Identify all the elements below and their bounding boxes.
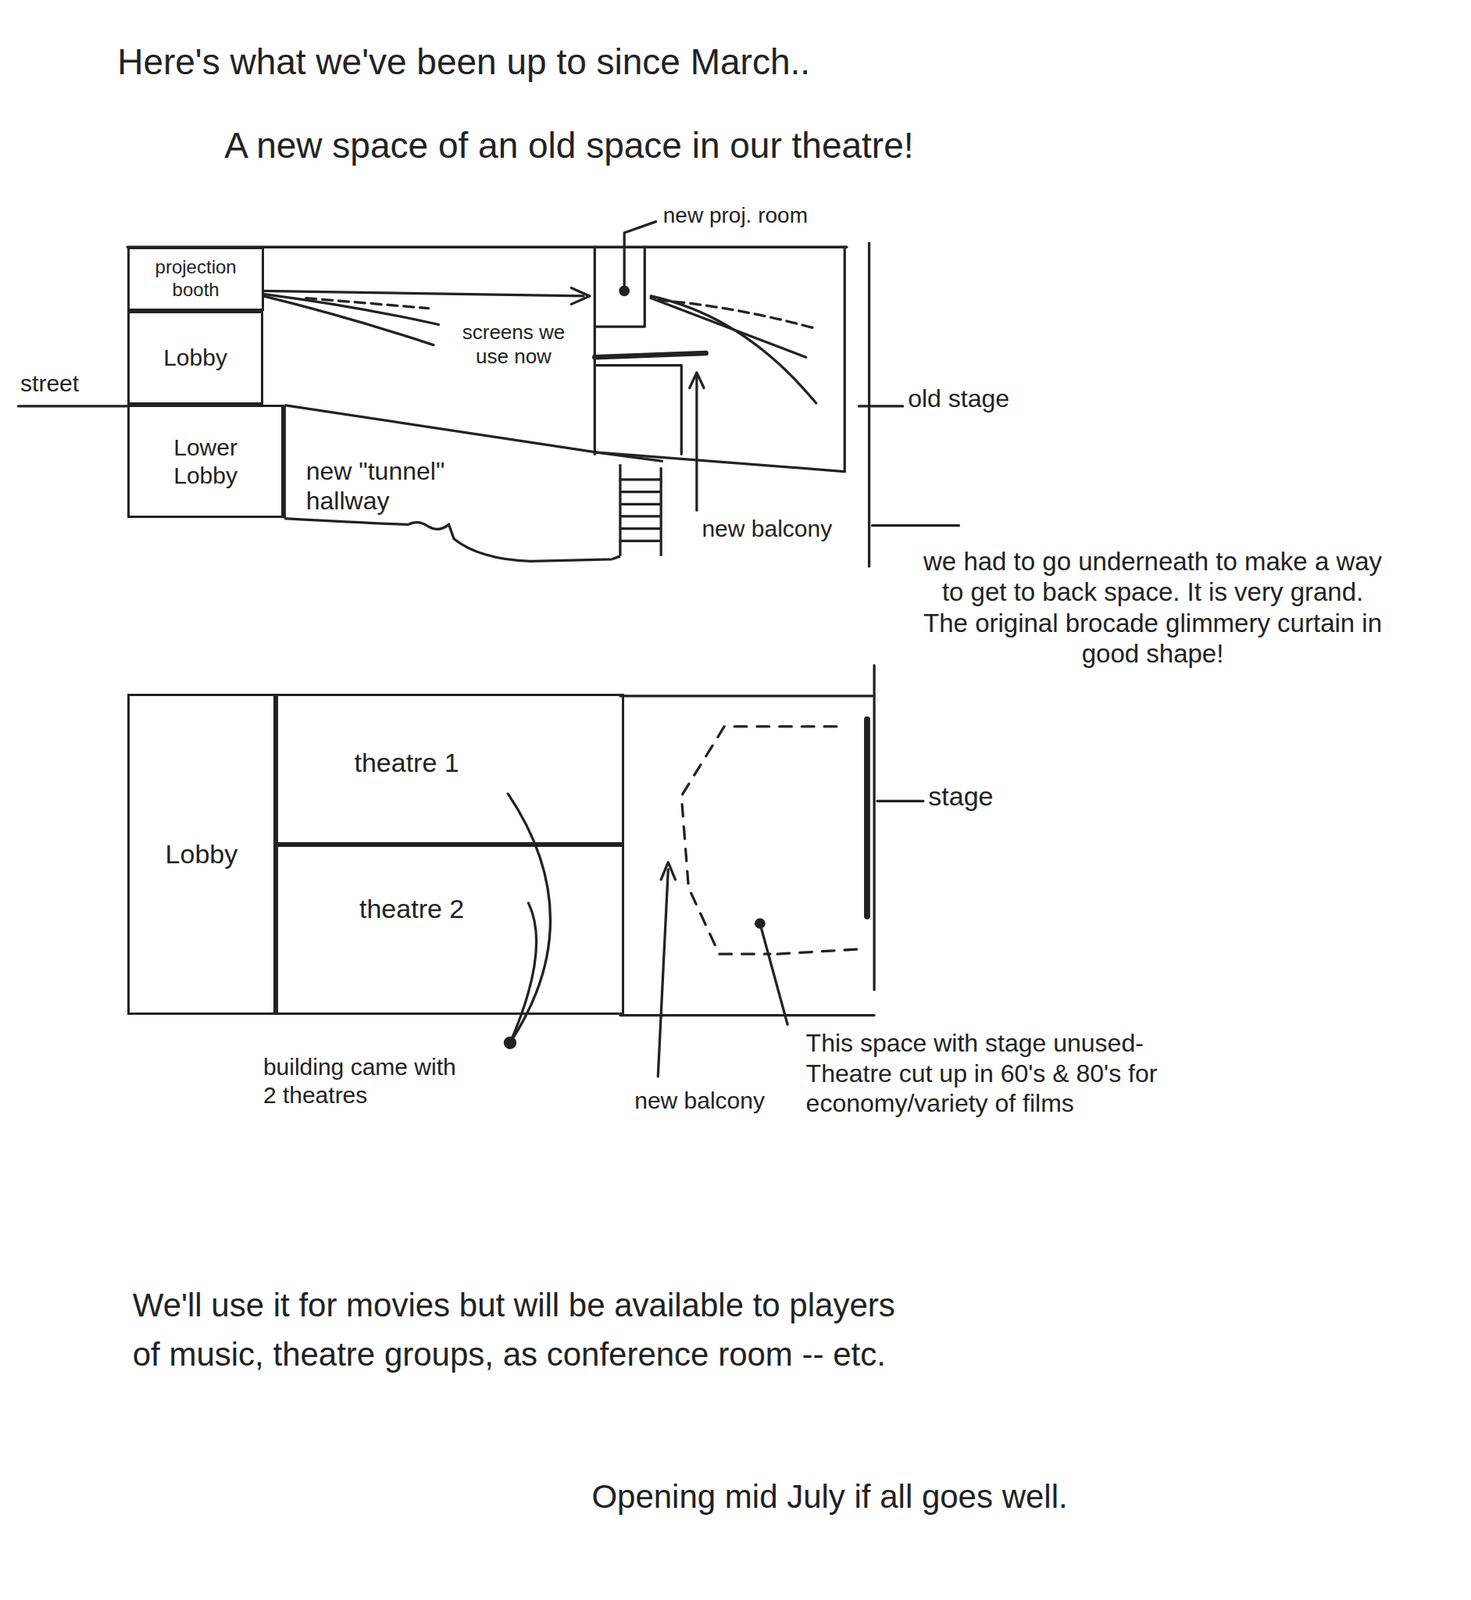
- room-name: Lobby: [163, 343, 228, 372]
- stage-label: old stage: [907, 383, 1011, 414]
- leader-line: [760, 923, 788, 1025]
- projection-beam: [657, 299, 816, 329]
- projection-beam: [650, 298, 806, 358]
- note: we had to go underneath to make a way to…: [923, 546, 1383, 670]
- room-name: Lower Lobby: [162, 433, 249, 490]
- street-label: street: [20, 369, 79, 398]
- tunnel-hallway: new "tunnel" hallway: [283, 403, 668, 572]
- leader-line: [877, 799, 924, 803]
- arrow-head: [660, 862, 675, 880]
- partition-wall: [593, 246, 597, 454]
- new-balcony-outline: [681, 726, 862, 954]
- projection-beam: [306, 298, 429, 309]
- callout: building came with 2 theatres: [263, 1053, 468, 1110]
- balcony-label: new balcony: [701, 514, 835, 543]
- back-wall: [867, 242, 871, 567]
- leader-line: [624, 221, 656, 292]
- note: This space with stage unused- Theatre cu…: [806, 1028, 1214, 1118]
- subtitle: A new space of an old space in our theat…: [224, 124, 914, 168]
- room-name: projection booth: [133, 256, 259, 302]
- stage-wall: [843, 246, 847, 472]
- room-name: theatre 2: [359, 892, 622, 925]
- title: Here's what we've been up to since March…: [117, 40, 811, 84]
- plan-outline: [620, 665, 875, 1016]
- leader-line: [657, 869, 668, 1077]
- room-box: Lobby: [127, 693, 275, 1015]
- auditorium-floor: [594, 452, 845, 472]
- projection-beam: [263, 290, 584, 297]
- note: We'll use it for movies but will be avai…: [132, 1280, 929, 1379]
- balcony-front: [594, 365, 682, 455]
- projection-beam: [263, 296, 434, 346]
- proj-room-box: [594, 246, 645, 327]
- room-label: new proj. room: [663, 202, 808, 229]
- room-name: theatre 1: [353, 746, 622, 779]
- balcony-deck: [594, 353, 706, 358]
- projection-beam: [650, 296, 817, 404]
- leader-line: [859, 404, 904, 408]
- room-box: Lower Lobby: [127, 404, 284, 518]
- note: Opening mid July if all goes well.: [591, 1477, 1068, 1517]
- street-line: [18, 404, 129, 408]
- theatre-box: theatre 1: [275, 693, 625, 845]
- room-name: new "tunnel" hallway: [306, 456, 494, 517]
- room-box: Lobby: [127, 310, 264, 405]
- tunnel-outline: [284, 404, 663, 561]
- screen-label: screens we use now: [444, 320, 582, 369]
- stage-label: stage: [928, 780, 993, 813]
- theatre-box: theatre 2: [275, 844, 625, 1015]
- balcony-label: new balcony: [634, 1086, 768, 1115]
- ground-line: [871, 524, 959, 527]
- leader-line: [510, 903, 537, 1043]
- arrow-head: [689, 372, 704, 389]
- room-name: Lobby: [165, 838, 239, 871]
- leader-line: [507, 793, 550, 1043]
- stage-edge: [864, 719, 871, 917]
- arrow-head: [571, 287, 590, 304]
- leader-line: [695, 375, 698, 511]
- room-box: projection booth: [127, 246, 265, 311]
